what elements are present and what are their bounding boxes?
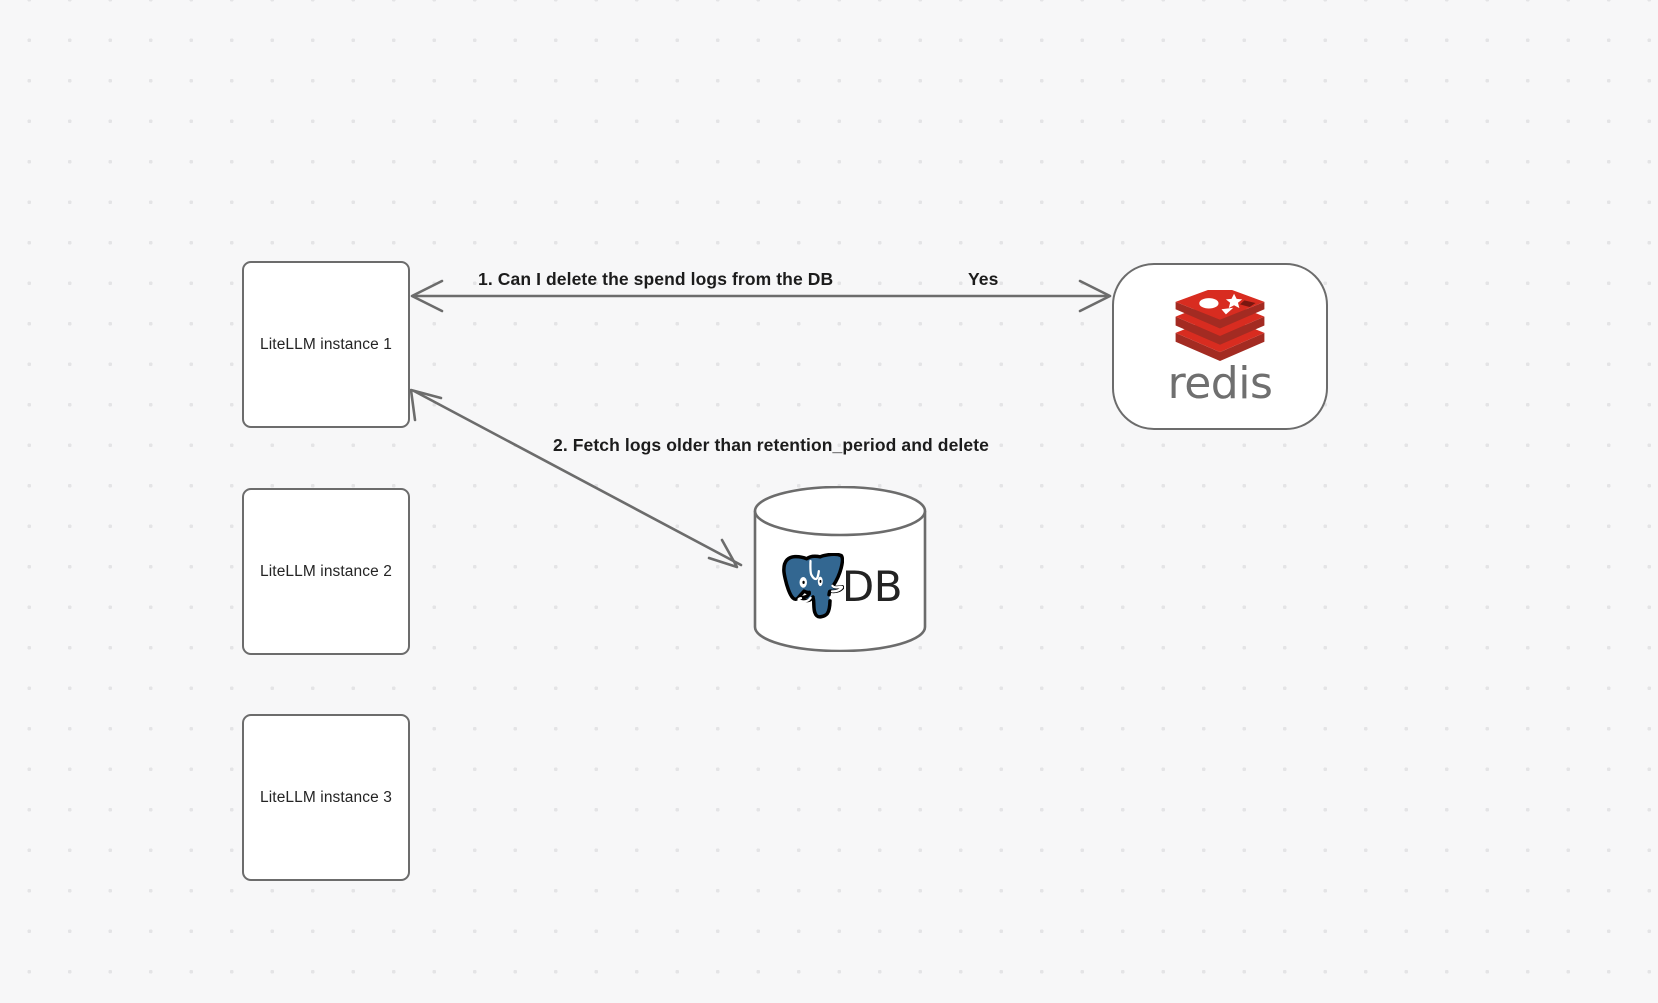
node-redis[interactable]: redis — [1112, 263, 1328, 430]
db-label: DB — [841, 561, 903, 611]
cylinder-shape — [753, 485, 927, 653]
db-content: DB — [752, 486, 928, 652]
node-label: LiteLLM instance 1 — [260, 335, 392, 353]
redis-wordmark: redis — [1167, 357, 1273, 409]
node-label: LiteLLM instance 2 — [260, 562, 392, 580]
node-litellm-instance-1[interactable]: LiteLLM instance 1 — [242, 261, 410, 428]
edge-label-fetch-delete: 2. Fetch logs older than retention_perio… — [553, 435, 989, 455]
edge-label-request: 1. Can I delete the spend logs from the … — [478, 269, 834, 289]
node-litellm-instance-3[interactable]: LiteLLM instance 3 — [242, 714, 410, 881]
node-database[interactable]: DB — [752, 485, 928, 653]
postgresql-elephant-icon — [782, 553, 844, 619]
edge-db-instance1 — [409, 388, 743, 569]
redis-logo-icon — [1175, 289, 1265, 361]
node-label: LiteLLM instance 3 — [260, 788, 392, 806]
node-litellm-instance-2[interactable]: LiteLLM instance 2 — [242, 488, 410, 655]
edge-label-reply: Yes — [968, 269, 999, 289]
